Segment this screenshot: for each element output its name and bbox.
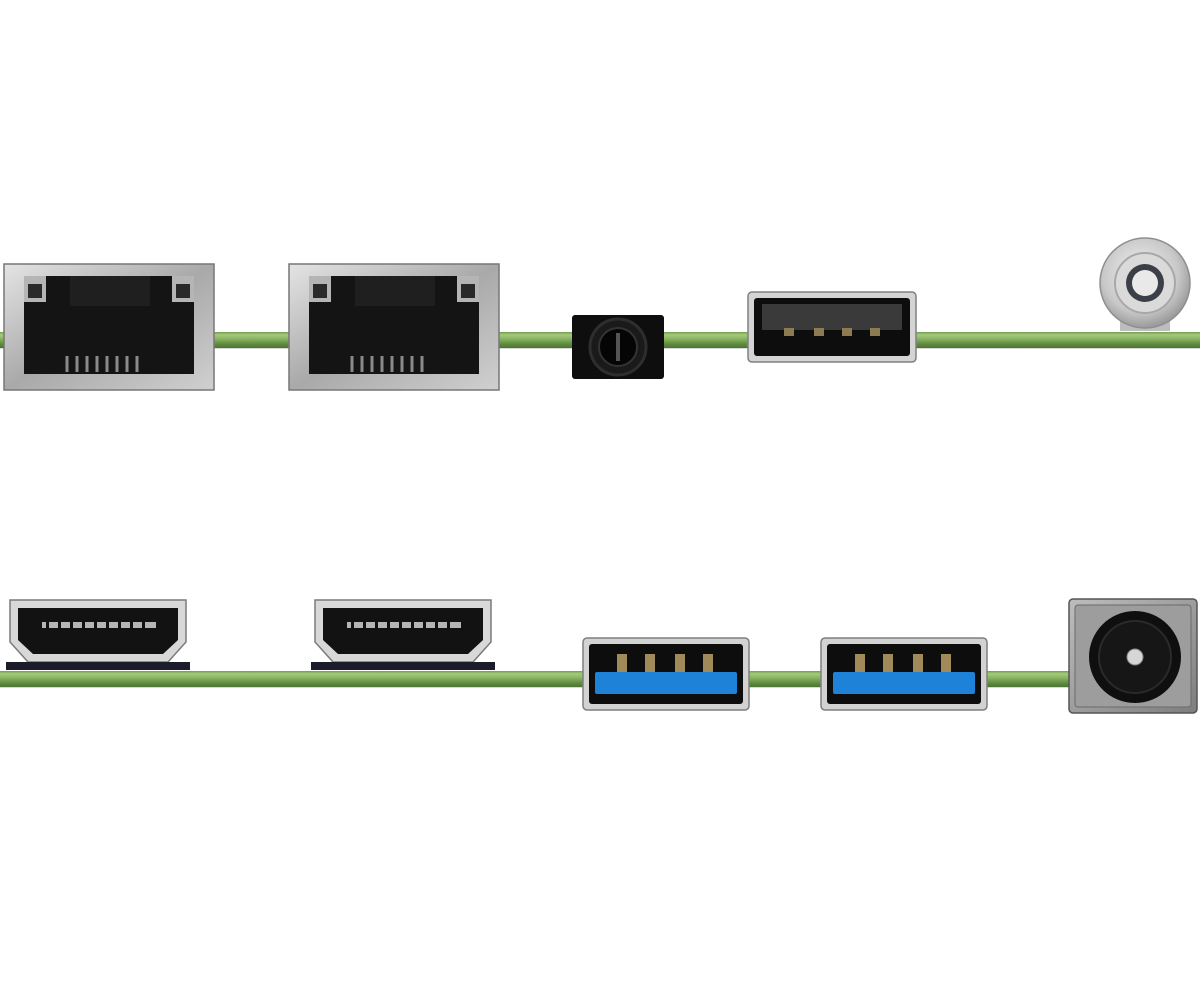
audio-jack-icon [572, 315, 664, 379]
rj45-port-icon [288, 263, 500, 391]
rj45-port-icon [3, 263, 215, 391]
hdmi-port-icon [311, 599, 495, 670]
usb3-port-icon [820, 637, 988, 711]
hdmi-port-icon [6, 599, 190, 670]
usb2-port-icon [747, 291, 917, 363]
bottom-pcb-edge [0, 671, 1070, 687]
power-button-icon[interactable] [1098, 237, 1192, 333]
dc-jack-icon [1068, 598, 1198, 714]
usb3-port-icon [582, 637, 750, 711]
